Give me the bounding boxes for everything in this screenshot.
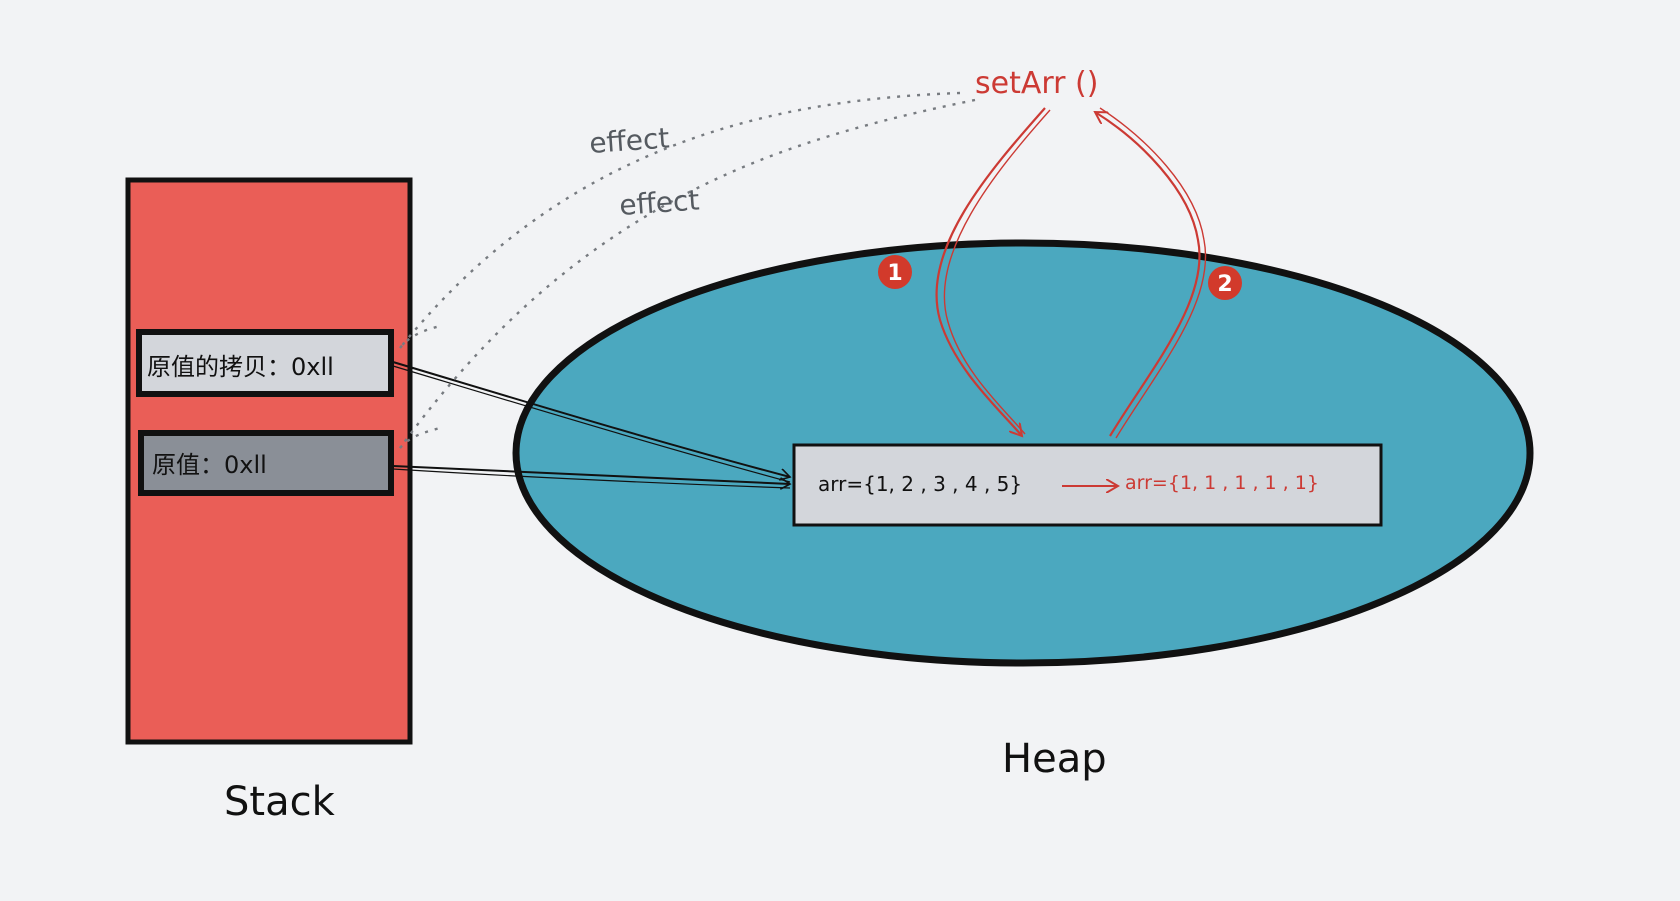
original-reference-arrow-stroke2 [392,468,791,489]
effect-label-2: effect [618,183,700,222]
copy-value-box: 原值的拷贝：0xll [136,329,394,397]
effect-dotted-line-1 [399,91,961,349]
stack-label: Stack [224,779,336,825]
array-new-value: arr={1, 1 , 1 , 1 , 1} [1125,472,1319,494]
array-old-value: arr={1, 2 , 3 , 4 , 5} [818,472,1022,496]
effect-dotted-line-2b [399,426,441,449]
copy-reference-arrow-stroke2 [392,365,791,483]
original-value-box: 原值：0xll [138,430,394,496]
step-2-arrow [1095,112,1201,437]
step-1-arrow-stroke2 [943,109,1051,435]
copy-value-label: 原值的拷贝：0xll [147,353,334,381]
step-2-number: 2 [1217,272,1232,297]
step-1-number: 1 [887,261,902,286]
step-2-arrow-stroke2 [1099,107,1207,439]
step-2-badge: 2 [1208,266,1242,300]
step-1-arrow [935,107,1046,436]
copy-reference-arrow [392,361,790,477]
step-1-badge: 1 [878,255,912,289]
original-value-label: 原值：0xll [152,451,267,479]
original-reference-arrow [392,465,790,484]
heap-label: Heap [1002,736,1107,782]
effect-dotted-line-1b [399,324,441,349]
effect-label-1: effect [588,121,670,160]
setter-label: setArr () [975,66,1098,101]
